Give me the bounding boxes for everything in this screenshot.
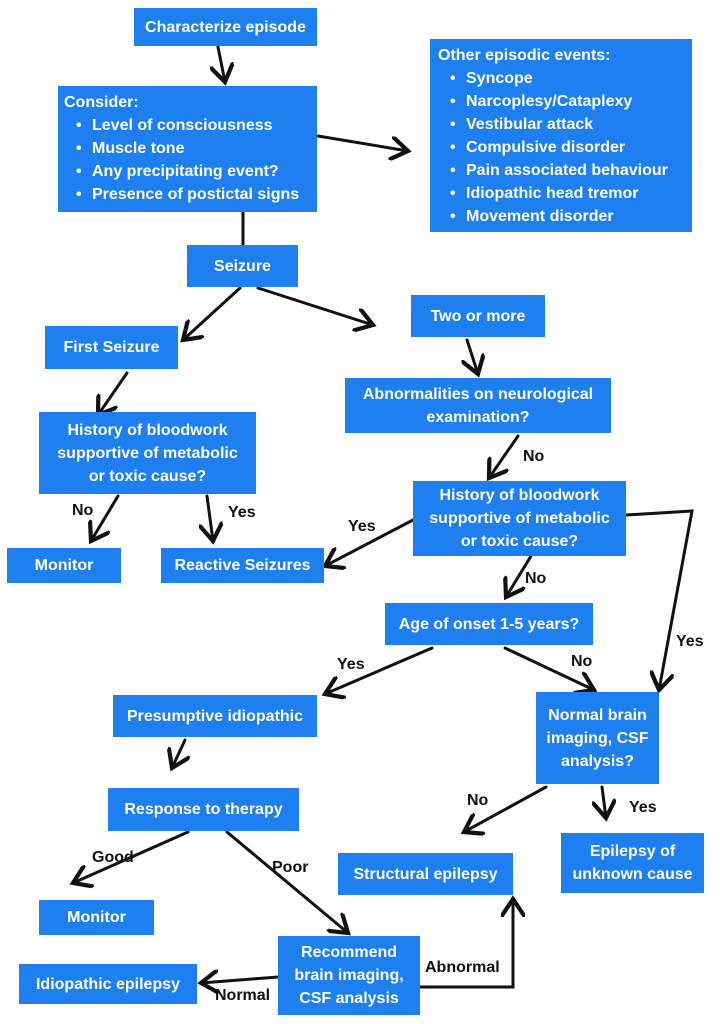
edge-label-poor: Poor <box>272 859 309 876</box>
normal-imaging-line: Normal brain <box>548 706 647 724</box>
consider-item: Level of consciousness <box>64 114 299 137</box>
edge-label-abnormal: Abnormal <box>425 959 500 976</box>
edge-label-good: Good <box>92 849 134 866</box>
edge-label-bloodwork-right-yes: Yes <box>348 518 376 535</box>
other-event-item: Idiopathic head tremor <box>438 182 668 205</box>
edge-label-bloodwork-right-yes-side: Yes <box>676 633 704 650</box>
response-to-therapy-label: Response to therapy <box>124 801 283 818</box>
monitor-top-label: Monitor <box>34 557 94 574</box>
arrow-age-to-presumptive <box>325 646 434 694</box>
arrow-bloodwork-right-to-imaging <box>624 509 694 690</box>
bloodwork-left-line: or toxic cause? <box>88 467 207 485</box>
normal-imaging-line: analysis? <box>561 752 634 770</box>
bloodwork-left-line: History of bloodwork <box>67 421 228 439</box>
normal-imaging-line: imaging, CSF <box>546 729 649 747</box>
other-event-item: Movement disorder <box>438 205 668 228</box>
response-to-therapy-box: Response to therapy <box>108 788 299 831</box>
bloodwork-right-line: supportive of metabolic <box>429 510 610 527</box>
edge-label-imaging-yes: Yes <box>629 799 657 816</box>
two-or-more-box: Two or more <box>411 295 545 337</box>
arrow-recommend-to-idiopathic <box>201 977 280 983</box>
recommend-imaging-box: Recommend brain imaging, CSF analysis <box>278 936 420 1015</box>
other-events-list: Syncope Narcoplesy/Cataplexy Vestibular … <box>438 67 668 228</box>
recommend-line: CSF analysis <box>299 990 399 1007</box>
arrow-two-to-abnormalities <box>467 338 478 374</box>
arrow-presumptive-to-response <box>172 738 185 768</box>
consider-list: Level of consciousness Muscle tone Any p… <box>64 114 299 206</box>
arrow-characterize-to-consider <box>218 45 225 82</box>
edge-label-abnormalities-no: No <box>523 448 545 465</box>
arrow-bloodwork-right-to-age <box>506 554 533 597</box>
consider-item: Muscle tone <box>64 137 299 160</box>
age-of-onset-label: Age of onset 1-5 years? <box>398 615 580 633</box>
recommend-line: Recommend <box>300 944 398 961</box>
arrow-abnormalities-to-bloodwork <box>489 434 520 478</box>
presumptive-idiopathic-label: Presumptive idiopathic <box>126 707 304 725</box>
arrow-seizure-to-two <box>256 286 373 325</box>
arrow-seizure-to-first <box>183 286 242 340</box>
normal-brain-imaging-box: Normal brain imaging, CSF analysis? <box>536 692 659 784</box>
other-event-item: Compulsive disorder <box>438 136 668 159</box>
characterize-episode-label: Characterize episode <box>145 18 306 36</box>
presumptive-idiopathic-box: Presumptive idiopathic <box>113 695 317 737</box>
edge-label-age-yes: Yes <box>337 656 365 673</box>
abnormalities-line: Abnormalities on neurological <box>362 385 594 403</box>
edge-label-imaging-no: No <box>467 792 489 809</box>
epilepsy-unknown-cause-box: Epilepsy of unknown cause <box>561 833 704 893</box>
edge-label-age-no: No <box>571 653 593 670</box>
bloodwork-right-line: History of bloodwork <box>439 487 600 504</box>
structural-epilepsy-box: Structural epilepsy <box>338 853 513 895</box>
arrow-imaging-to-structural <box>464 785 548 832</box>
seizure-box: Seizure <box>187 245 298 287</box>
first-seizure-label: First Seizure <box>63 339 160 356</box>
other-event-item: Pain associated behaviour <box>438 159 668 182</box>
arrow-recommend-to-structural <box>418 899 513 989</box>
unknown-cause-line: Epilepsy of <box>589 843 676 860</box>
edge-label-normal: Normal <box>215 987 271 1004</box>
monitor-top-box: Monitor <box>7 548 121 583</box>
age-of-onset-box: Age of onset 1-5 years? <box>385 603 593 645</box>
arrow-bloodwork-to-monitor <box>91 494 120 541</box>
edge-label-bloodwork-right-no: No <box>525 570 547 587</box>
other-event-item: Vestibular attack <box>438 113 668 136</box>
edge-label-bloodwork-left-no: No <box>72 502 94 519</box>
arrow-response-to-recommend <box>225 830 348 933</box>
monitor-bottom-label: Monitor <box>67 909 126 926</box>
other-event-item: Narcoplesy/Cataplexy <box>438 90 668 113</box>
arrow-response-to-monitor <box>73 830 190 883</box>
arrow-age-to-imaging <box>503 646 594 690</box>
two-or-more-label: Two or more <box>430 307 526 325</box>
reactive-seizures-box: Reactive Seizures <box>161 548 324 583</box>
seizure-label: Seizure <box>214 257 271 275</box>
consider-box: Consider: Level of consciousness Muscle … <box>58 86 317 212</box>
bloodwork-right-box: History of bloodwork supportive of metab… <box>413 481 626 556</box>
bloodwork-left-line: supportive of metabolic <box>57 444 238 462</box>
idiopathic-epilepsy-box: Idiopathic epilepsy <box>19 964 197 1004</box>
structural-epilepsy-label: Structural epilepsy <box>353 865 498 883</box>
abnormalities-line: examination? <box>426 408 530 426</box>
edge-label-bloodwork-left-yes: Yes <box>228 504 256 521</box>
idiopathic-epilepsy-label: Idiopathic epilepsy <box>35 975 181 993</box>
other-episodic-events-box: Other episodic events: Syncope Narcoples… <box>430 39 692 232</box>
characterize-episode-box: Characterize episode <box>134 8 317 46</box>
arrow-bloodwork-right-to-reactive <box>325 518 415 566</box>
consider-item: Any precipitating event? <box>64 160 299 183</box>
arrow-first-to-bloodwork <box>98 371 129 415</box>
abnormalities-box: Abnormalities on neurological examinatio… <box>345 378 611 433</box>
reactive-seizures-label: Reactive Seizures <box>174 557 311 574</box>
recommend-line: brain imaging, <box>294 967 404 984</box>
consider-title: Consider: <box>64 94 139 111</box>
bloodwork-right-line: or toxic cause? <box>460 533 579 550</box>
monitor-bottom-box: Monitor <box>39 900 154 935</box>
other-event-item: Syncope <box>438 67 668 90</box>
unknown-cause-line: unknown cause <box>572 866 693 883</box>
bloodwork-left-box: History of bloodwork supportive of metab… <box>39 412 256 494</box>
arrow-consider-to-other <box>316 134 408 151</box>
arrow-imaging-to-unknown <box>602 785 606 818</box>
other-events-title: Other episodic events: <box>438 47 611 64</box>
consider-item: Presence of postictal signs <box>64 183 299 206</box>
arrow-bloodwork-to-reactive <box>207 494 213 541</box>
first-seizure-box: First Seizure <box>45 326 178 369</box>
